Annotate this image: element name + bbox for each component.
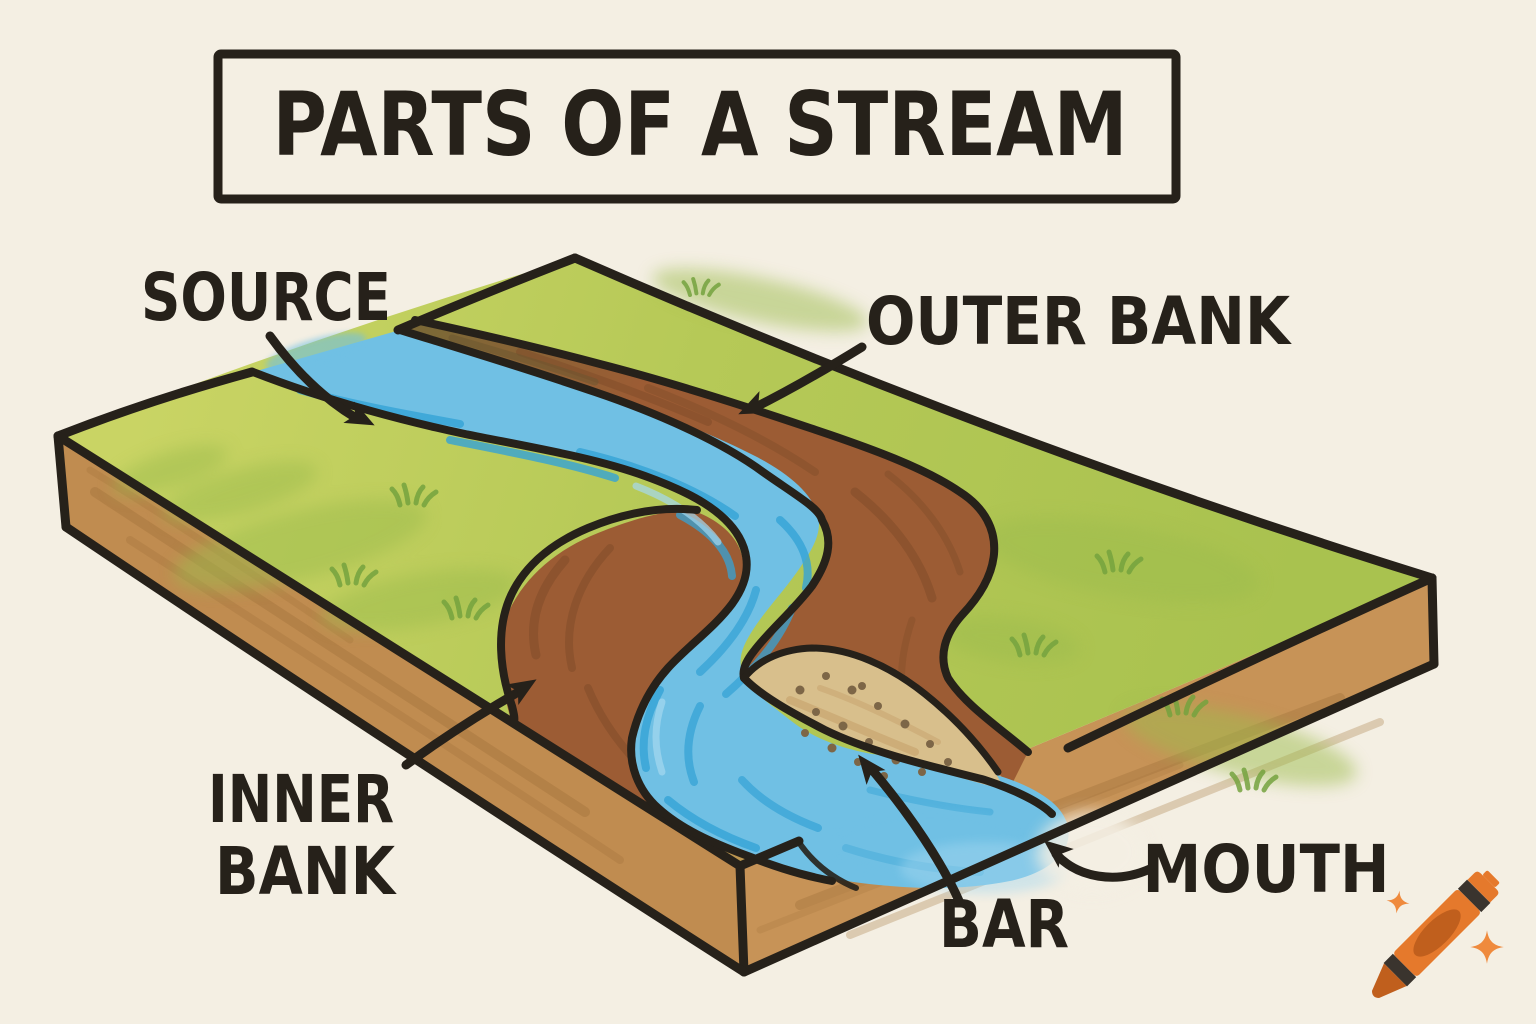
block-outlines bbox=[53, 253, 1439, 977]
crayon-icon bbox=[1371, 870, 1500, 999]
stream-outlines bbox=[249, 316, 1056, 885]
source-arrow bbox=[265, 331, 381, 437]
sparkle-icon-large bbox=[1470, 930, 1504, 964]
crayon-watermark bbox=[1371, 870, 1504, 999]
annotations: SOURCE OUTER BANK INNER BANK BAR MOUTH bbox=[141, 259, 1390, 963]
title-box: PARTS OF A STREAM bbox=[213, 49, 1181, 204]
bar-arrow bbox=[848, 747, 965, 908]
source-label: SOURCE bbox=[141, 259, 391, 336]
inner-bank-area bbox=[501, 510, 744, 848]
grass-texture bbox=[112, 268, 1357, 804]
outer-bank-area bbox=[400, 320, 1028, 788]
mouth-label: MOUTH bbox=[1143, 831, 1390, 908]
mouth-arrow bbox=[1036, 830, 1155, 882]
sparkle-icon-small bbox=[1386, 890, 1410, 914]
inner-bank-label-line1: INNER bbox=[208, 761, 394, 838]
outer-bank-arrow bbox=[733, 342, 867, 426]
land-block bbox=[53, 253, 1439, 977]
bar-deposit bbox=[744, 646, 1005, 790]
outer-bank-label: OUTER BANK bbox=[866, 283, 1293, 360]
page-title: PARTS OF A STREAM bbox=[273, 73, 1128, 176]
inner-bank-arrow bbox=[401, 669, 543, 770]
inner-bank-label-line2: BANK bbox=[215, 833, 397, 910]
